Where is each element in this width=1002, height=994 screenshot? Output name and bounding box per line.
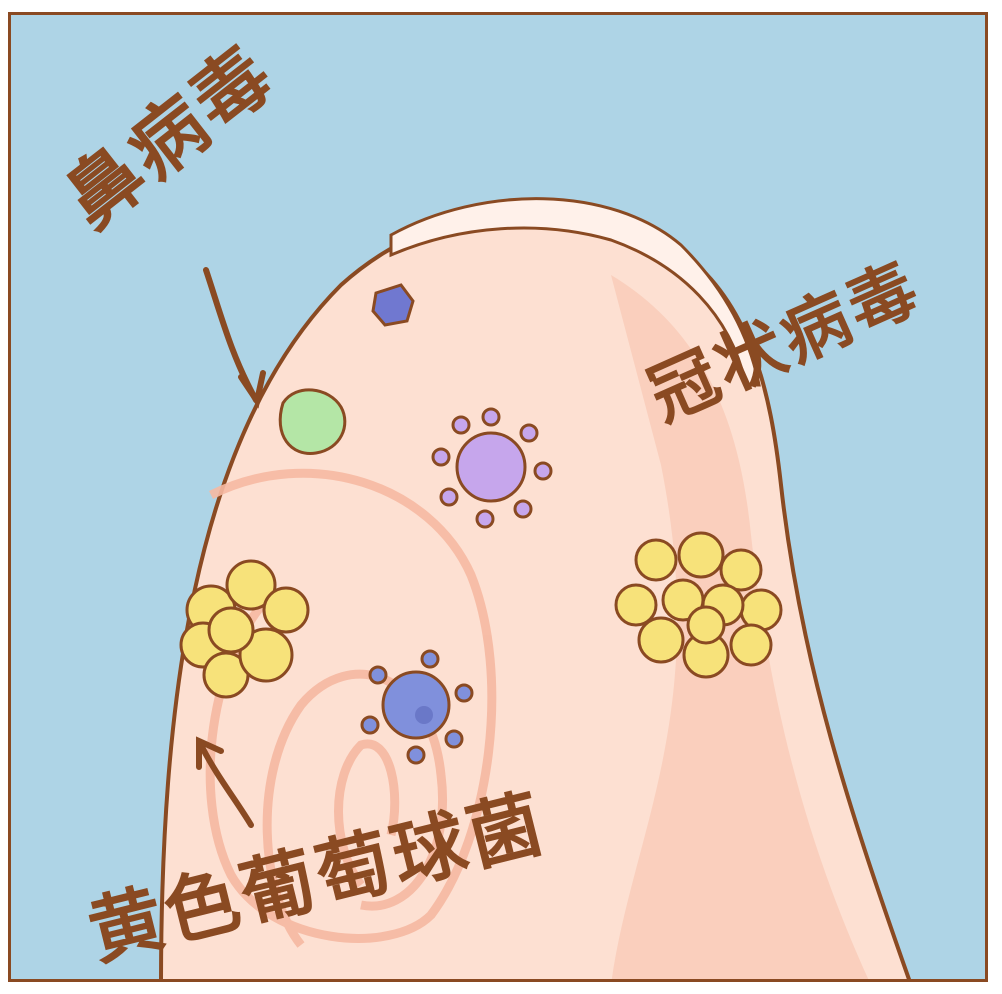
staph-cluster-right bbox=[614, 531, 783, 679]
arrow-rhino bbox=[203, 267, 259, 403]
nail-highlight bbox=[389, 197, 761, 387]
arrow-staph bbox=[198, 742, 254, 828]
finger-illustration bbox=[159, 197, 912, 979]
staph-cluster-left bbox=[179, 559, 310, 699]
rhinovirus-cell bbox=[278, 388, 347, 455]
small-blue-virus bbox=[371, 283, 415, 327]
coronavirus-cell bbox=[431, 407, 553, 529]
illustration-frame: 鼻病毒 冠状病毒 黄色葡萄球菌 bbox=[8, 12, 988, 982]
blue-virus-cell bbox=[360, 649, 474, 765]
